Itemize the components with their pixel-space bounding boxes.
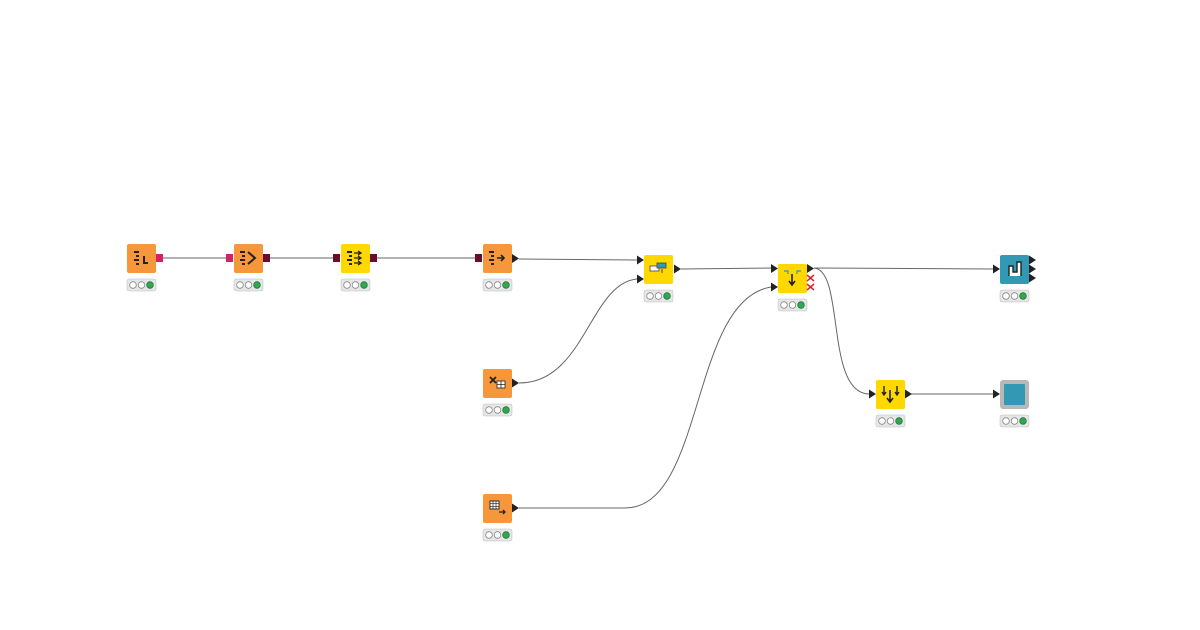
in-port-data-left[interactable] (637, 255, 644, 265)
node-db-reader[interactable] (475, 244, 519, 292)
table-icon (489, 500, 506, 515)
in-port-data-right[interactable] (637, 274, 644, 284)
out-port-db[interactable] (156, 254, 163, 262)
in-port-data[interactable] (993, 264, 1000, 274)
join-icon (649, 262, 667, 273)
out-port-data[interactable] (674, 264, 681, 274)
status-traffic-light (999, 289, 1030, 303)
node-joiner[interactable] (637, 255, 681, 303)
status-traffic-light (482, 403, 513, 417)
node-db-row-filter[interactable] (226, 244, 270, 292)
in-port-data[interactable] (993, 389, 1000, 399)
edge-case-switch-to-pivot-view[interactable] (813, 267, 994, 270)
out-port-bottom[interactable] (1029, 273, 1036, 283)
in-port-data[interactable] (869, 389, 876, 399)
node-excel-reader[interactable] (482, 369, 519, 417)
status-traffic-light (777, 298, 808, 312)
status-traffic-light (482, 528, 513, 542)
out-port-data[interactable] (512, 503, 519, 513)
status-traffic-light (999, 414, 1030, 428)
node-case-switch[interactable] (771, 264, 815, 312)
in-port-data-bottom[interactable] (771, 282, 778, 292)
status-traffic-light (875, 414, 906, 428)
db-filter-icon (240, 251, 257, 265)
edge-db-reader-to-joiner[interactable] (518, 258, 638, 261)
out-port-middle[interactable] (1029, 264, 1036, 274)
out-port-data-top[interactable] (807, 264, 814, 273)
excel-icon (489, 376, 506, 389)
node-sorter[interactable] (869, 380, 912, 428)
edge-joiner-to-case-switch[interactable] (680, 267, 772, 270)
edge-case-switch-to-sorter[interactable] (813, 267, 870, 395)
out-port-db-conn[interactable] (263, 254, 270, 262)
status-traffic-light (126, 278, 157, 292)
node-db-table-selector[interactable] (126, 244, 163, 292)
inactive-port-icon (806, 274, 815, 291)
chart-icon (1008, 261, 1022, 276)
out-port-top[interactable] (1029, 255, 1036, 265)
sort-icon (881, 386, 900, 404)
status-traffic-light (233, 278, 264, 292)
connections (163, 257, 994, 509)
node-db-query-reader[interactable] (333, 244, 377, 292)
status-traffic-light (340, 278, 371, 292)
db-reader-icon (489, 251, 506, 265)
out-port-data[interactable] (512, 254, 519, 263)
out-port-data[interactable] (905, 389, 912, 399)
in-port-db-conn[interactable] (475, 254, 482, 262)
switch-icon (784, 270, 801, 287)
status-traffic-light (643, 289, 674, 303)
db-query-icon (347, 250, 363, 266)
in-port-data-top[interactable] (771, 264, 778, 273)
in-port-db[interactable] (226, 254, 233, 262)
node-table-view[interactable] (993, 380, 1030, 428)
node-pivot-view[interactable] (993, 255, 1036, 303)
status-traffic-light (482, 278, 513, 292)
db-table-icon (134, 251, 148, 265)
edge-table-creator-to-case-switch[interactable] (519, 286, 772, 509)
edge-excel-reader-to-joiner[interactable] (518, 278, 638, 384)
out-port-data[interactable] (512, 378, 519, 388)
node-table-creator[interactable] (482, 494, 519, 542)
out-port-db-conn[interactable] (370, 254, 377, 262)
in-port-db-conn[interactable] (333, 254, 340, 262)
view-icon (1004, 384, 1025, 405)
